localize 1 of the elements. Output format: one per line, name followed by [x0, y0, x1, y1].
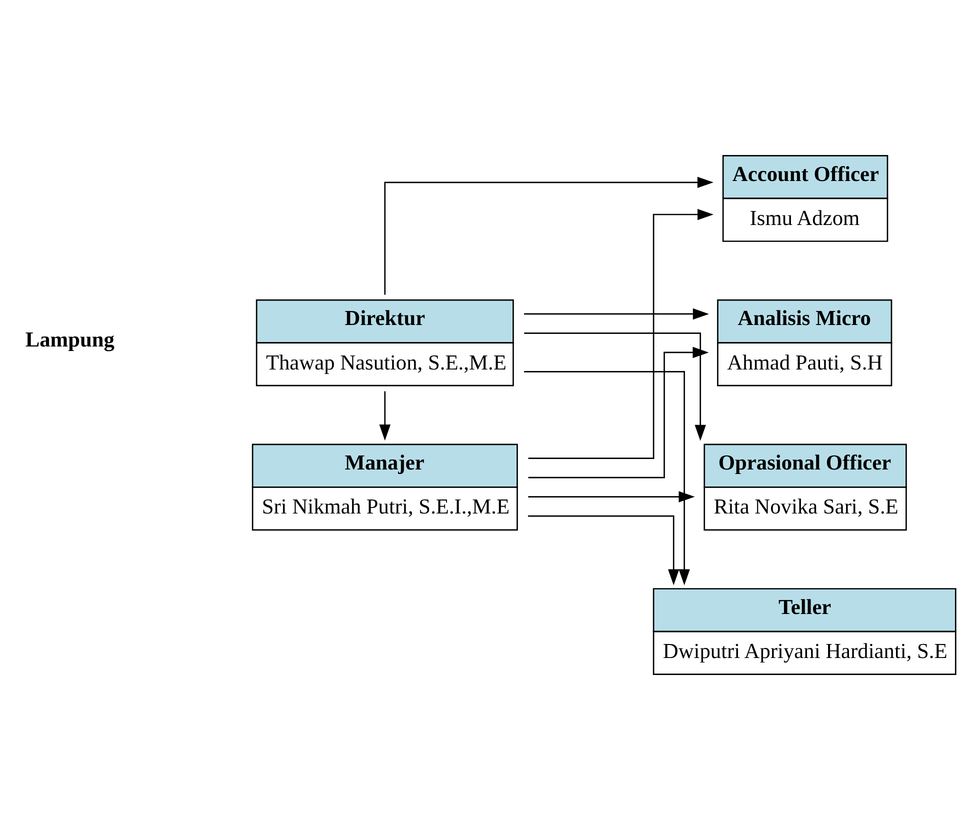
- label: Lampung: [24, 327, 114, 352]
